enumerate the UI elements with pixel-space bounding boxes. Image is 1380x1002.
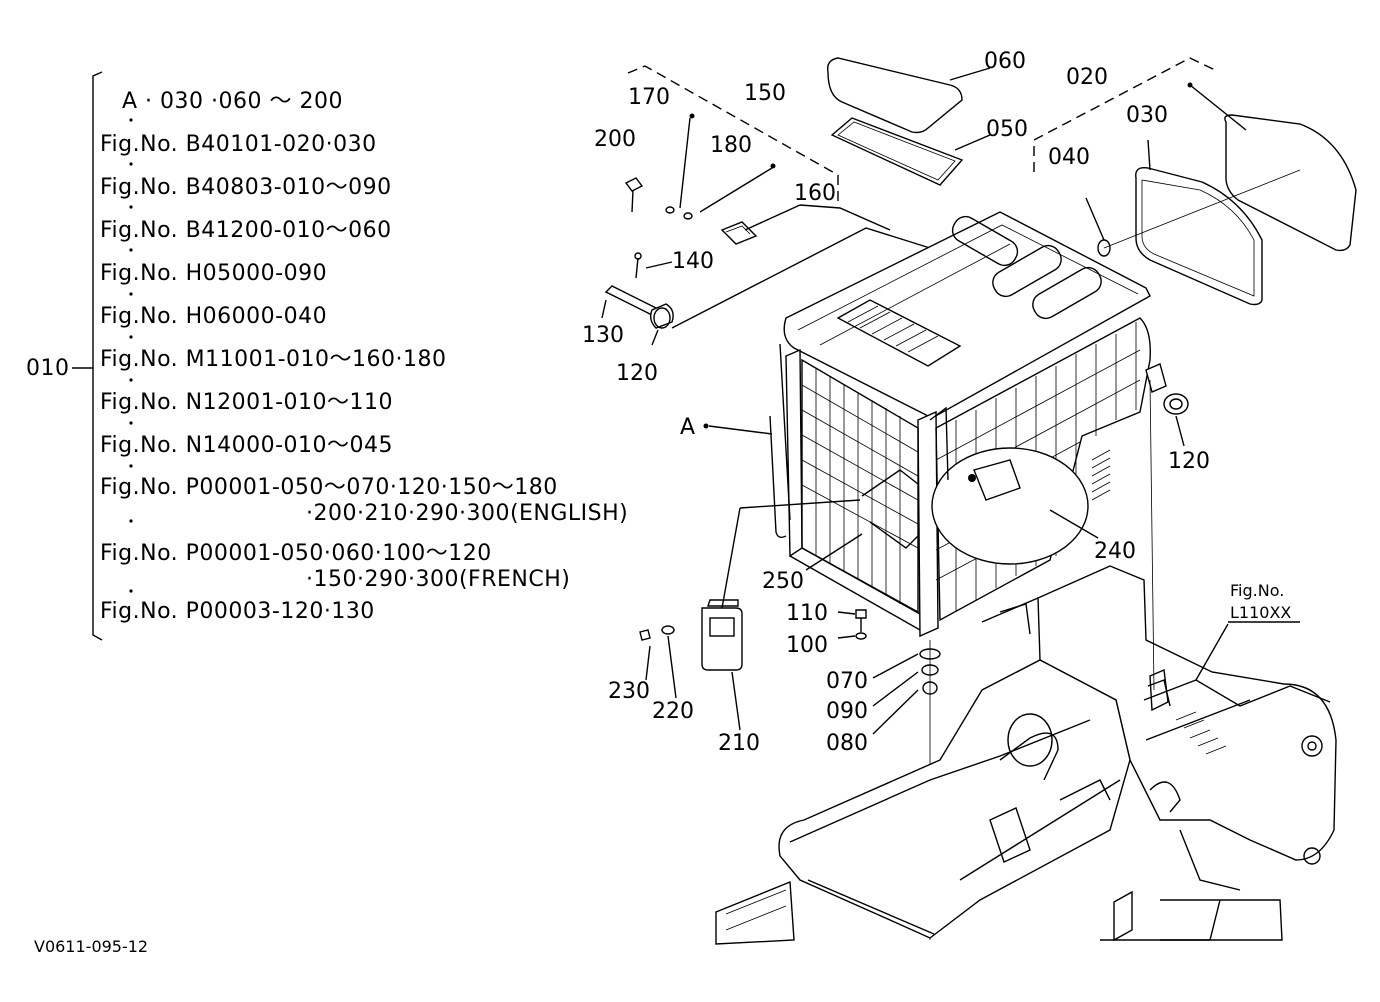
label-120-right: 120: [1168, 449, 1210, 474]
label-160: 160: [794, 181, 836, 206]
hinge-160: [720, 221, 758, 245]
legend-line: Fig.No. B40803-010～090: [100, 175, 392, 200]
legend-line: Fig.No. H06000-040: [100, 304, 327, 329]
washer-220: [661, 625, 675, 635]
legend-line: Fig.No. H05000-090: [100, 261, 327, 286]
legend-line: Fig.No. N12001-010～110: [100, 390, 393, 415]
legend-line: Fig.No. P00001-050·060·100～120: [100, 541, 492, 566]
label-110: 110: [786, 601, 828, 626]
machine-frame: [715, 379, 1337, 945]
label-120: 120: [616, 361, 658, 386]
frame-boom-side: [1037, 565, 1337, 861]
manual-holder: [639, 499, 861, 731]
label-180: 180: [710, 133, 752, 158]
label-150: 150: [744, 81, 786, 106]
pin-140: [635, 257, 639, 279]
legend-line: Fig.No. P00003-120·130: [100, 599, 375, 624]
label-100: 100: [786, 633, 828, 658]
label-240: 240: [1094, 539, 1136, 564]
cab-frame: [769, 211, 1189, 638]
ref-fig-label: Fig.No.: [1230, 581, 1284, 600]
bushing-120-right: [1163, 393, 1189, 415]
side-screen-grid: [801, 368, 919, 604]
label-090: 090: [826, 699, 868, 724]
cab-post-front-left: [785, 348, 803, 558]
washer-100: [855, 632, 867, 640]
label-060: 060: [984, 49, 1026, 74]
label-170: 170: [628, 85, 670, 110]
label-030: 030: [1126, 103, 1168, 128]
group-150-outline: [627, 65, 839, 205]
drawing-id: V0611-095-12: [34, 937, 148, 956]
rear-seal-030: [1135, 167, 1263, 306]
manual-case-210: [701, 607, 743, 671]
legend-line: ·150·290·300(FRENCH): [306, 567, 570, 592]
label-200: 200: [594, 127, 636, 152]
label-230: 230: [608, 679, 650, 704]
legend-line: Fig.No. N14000-010～045: [100, 433, 393, 458]
label-220: 220: [652, 699, 694, 724]
legend-line: A · 030 ·060 ～ 200: [122, 89, 343, 114]
roof-seal-050: [830, 117, 964, 186]
cab-window-240: [931, 447, 1089, 565]
frame-tub: [778, 659, 1131, 939]
legend-line: Fig.No. P00001-050～070·120·150～180: [100, 475, 558, 500]
label-050: 050: [986, 117, 1028, 142]
cab-post-front-right: [917, 410, 939, 638]
label-070: 070: [826, 669, 868, 694]
label-130: 130: [582, 323, 624, 348]
bolt-110: [855, 609, 867, 619]
part-labels: 060 050 020 030 040 170 150 200 180 160 …: [582, 49, 1300, 756]
label-020: 020: [1066, 65, 1108, 90]
hardware-group: [601, 113, 931, 346]
legend-line: Fig.No. B40101-020·030: [100, 132, 377, 157]
ref-fig-number: L110XX: [1230, 603, 1291, 622]
label-A: A: [680, 415, 695, 440]
leaders: [703, 415, 1185, 571]
cab-roof: [783, 211, 1151, 419]
legend: 010 A · 030 ·060 ～ 200 Fig.No. B40101-02…: [26, 71, 628, 641]
label-140: 140: [672, 249, 714, 274]
label-080: 080: [826, 731, 868, 756]
screw-230: [639, 629, 651, 641]
group-020-outline: [1033, 57, 1216, 172]
roof-glass-060: [827, 57, 963, 134]
legend-line: ·200·210·290·300(ENGLISH): [306, 501, 628, 526]
label-250: 250: [762, 569, 804, 594]
washer-170: [665, 206, 675, 214]
rear-glass: [1224, 114, 1357, 252]
legend-dots: [129, 118, 133, 593]
legend-bracket: [92, 71, 103, 641]
legend-line: Fig.No. B41200-010～060: [100, 218, 392, 243]
label-040: 040: [1048, 145, 1090, 170]
legend-group-label: 010: [26, 356, 70, 381]
bolt-200-head: [624, 177, 644, 192]
label-210: 210: [718, 731, 760, 756]
legend-line: Fig.No. M11001-010～160·180: [100, 347, 447, 372]
